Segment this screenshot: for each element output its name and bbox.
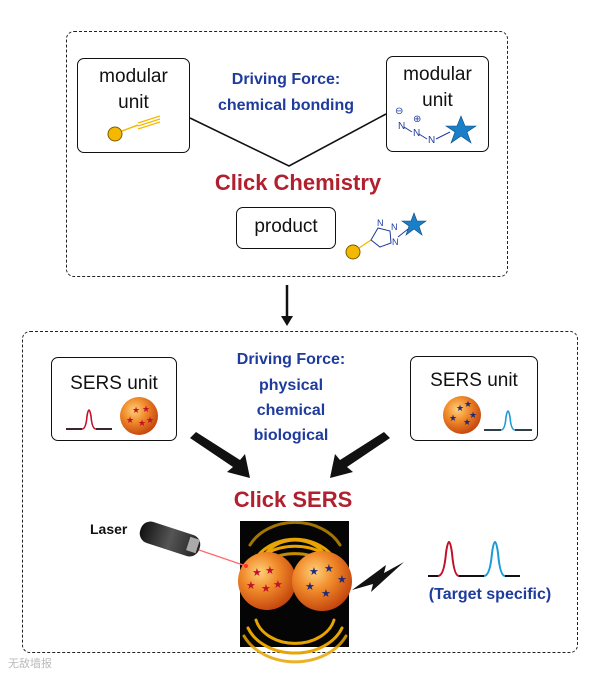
target-specific-label: (Target specific) xyxy=(428,586,552,603)
svg-text:★: ★ xyxy=(252,566,262,579)
svg-text:★: ★ xyxy=(456,404,464,414)
triazole-n3: N xyxy=(392,237,399,247)
svg-text:★: ★ xyxy=(246,579,256,592)
sers-unit-box-left xyxy=(51,357,177,441)
svg-text:★: ★ xyxy=(449,414,457,424)
nanoparticle-center-left: ★★ ★★★ xyxy=(238,552,296,610)
spectrum-blue-small xyxy=(484,410,532,431)
svg-text:★: ★ xyxy=(337,573,347,586)
modular-unit-left-line1: modular xyxy=(99,66,168,87)
azide-n1: N xyxy=(398,121,405,132)
laser-icon xyxy=(139,521,248,568)
azide-charge-plus: ⊕ xyxy=(413,114,421,125)
svg-text:★: ★ xyxy=(469,411,477,421)
product-label: product xyxy=(254,216,318,237)
triazole-n2: N xyxy=(391,222,398,232)
svg-text:★: ★ xyxy=(324,562,334,575)
sers-unit-left-label: SERS unit xyxy=(70,373,158,394)
spectrum-red-small xyxy=(66,409,112,430)
connector-line xyxy=(189,113,387,167)
svg-text:★: ★ xyxy=(273,578,283,591)
laser-label: Laser xyxy=(90,521,128,537)
svg-text:★: ★ xyxy=(261,582,271,595)
lightning-icon xyxy=(352,562,404,592)
nanoparticle-right-box: ★★ ★★★ xyxy=(443,396,481,434)
modular-unit-box-left xyxy=(77,58,190,153)
driving-force-bottom-line4: biological xyxy=(253,427,329,444)
alkyne-molecule-icon xyxy=(107,115,161,142)
azide-molecule-icon: ⊖ ⊕ N N N xyxy=(395,106,451,146)
sers-unit-right-label: SERS unit xyxy=(430,370,518,391)
click-sers-title: Click SERS xyxy=(233,487,353,512)
click-chemistry-title: Click Chemistry xyxy=(214,170,382,195)
star-icon-azide xyxy=(445,115,477,144)
star-icon-product xyxy=(401,212,427,236)
arrow-down-icon xyxy=(281,285,293,326)
svg-text:★: ★ xyxy=(142,405,150,415)
triazole-molecule-icon: N N N xyxy=(345,218,409,260)
spectrum-output xyxy=(428,541,520,577)
nanoparticle-left-box: ★★ ★★★ xyxy=(120,397,158,435)
svg-text:★: ★ xyxy=(305,580,315,593)
driving-force-bottom-line2: physical xyxy=(258,377,324,394)
modular-unit-right-line1: modular xyxy=(403,64,472,85)
modular-unit-right-line2: unit xyxy=(422,90,453,111)
arrow-diagonal-icon-right xyxy=(330,432,390,478)
click-chemistry-panel xyxy=(66,31,508,277)
azide-n2: N xyxy=(413,128,420,139)
driving-force-bottom-line1: Driving Force: xyxy=(236,351,346,368)
svg-text:★: ★ xyxy=(309,565,319,578)
triazole-n1: N xyxy=(377,218,384,228)
driving-force-top-line2: chemical bonding xyxy=(217,97,354,114)
modular-unit-left-line2: unit xyxy=(118,92,149,113)
arrow-diagonal-icon-left xyxy=(190,432,250,478)
driving-force-bottom-line3: chemical xyxy=(256,402,326,419)
driving-force-top-line1: Driving Force: xyxy=(231,71,341,88)
nanoparticle-center-right: ★★ ★★★ xyxy=(292,551,352,611)
product-box xyxy=(236,207,336,249)
svg-text:★: ★ xyxy=(132,406,140,416)
svg-text:★: ★ xyxy=(265,564,275,577)
svg-text:★: ★ xyxy=(126,416,134,426)
svg-text:★: ★ xyxy=(464,400,472,410)
modular-unit-box-right xyxy=(386,56,489,152)
svg-text:★: ★ xyxy=(146,416,154,426)
svg-text:★: ★ xyxy=(463,418,471,428)
azide-charge-minus: ⊖ xyxy=(395,106,403,117)
svg-text:★: ★ xyxy=(321,587,331,600)
azide-n3: N xyxy=(428,135,435,146)
svg-text:★: ★ xyxy=(138,419,146,429)
watermark: 无敌墙报 xyxy=(8,658,52,670)
